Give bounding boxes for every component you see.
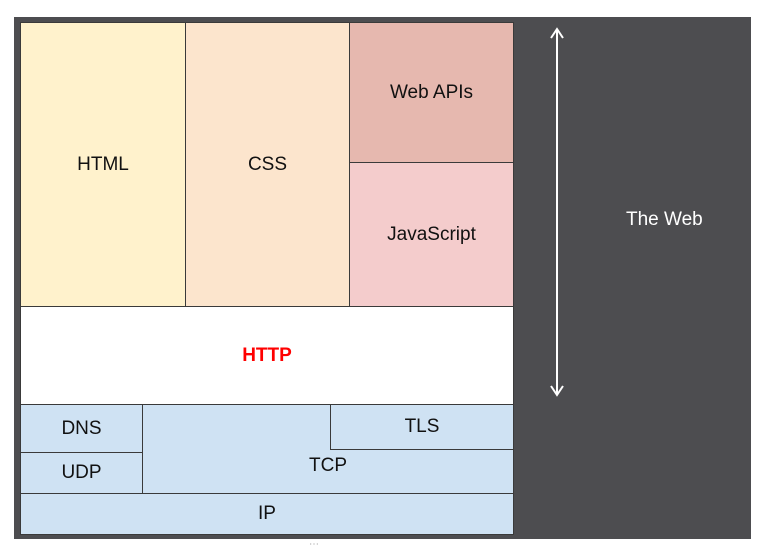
more-options-indicator: ⋯	[309, 539, 319, 550]
udp-layer-label: UDP	[61, 462, 102, 483]
javascript-layer-label: JavaScript	[387, 223, 476, 245]
http-layer-label: HTTP	[242, 344, 292, 366]
tls-layer: TLS	[330, 404, 514, 450]
http-layer: HTTP	[20, 306, 514, 405]
css-layer: CSS	[185, 22, 350, 307]
javascript-layer: JavaScript	[349, 162, 514, 307]
ip-layer-label: IP	[258, 503, 276, 524]
html-layer: HTML	[20, 22, 186, 307]
tcp-layer-label: TCP	[309, 455, 347, 476]
css-layer-label: CSS	[247, 153, 288, 175]
ip-layer: IP	[20, 493, 514, 535]
double-headed-vertical-arrow-icon	[550, 27, 564, 397]
dns-layer: DNS	[20, 404, 143, 453]
the-web-label: The Web	[626, 209, 703, 230]
tls-layer-label: TLS	[404, 416, 440, 437]
dns-layer-label: DNS	[61, 417, 102, 439]
udp-layer: UDP	[20, 452, 143, 494]
html-layer-label: HTML	[77, 153, 129, 175]
web-apis-layer-label: Web APIs	[389, 81, 474, 103]
web-apis-layer: Web APIs	[349, 22, 514, 163]
